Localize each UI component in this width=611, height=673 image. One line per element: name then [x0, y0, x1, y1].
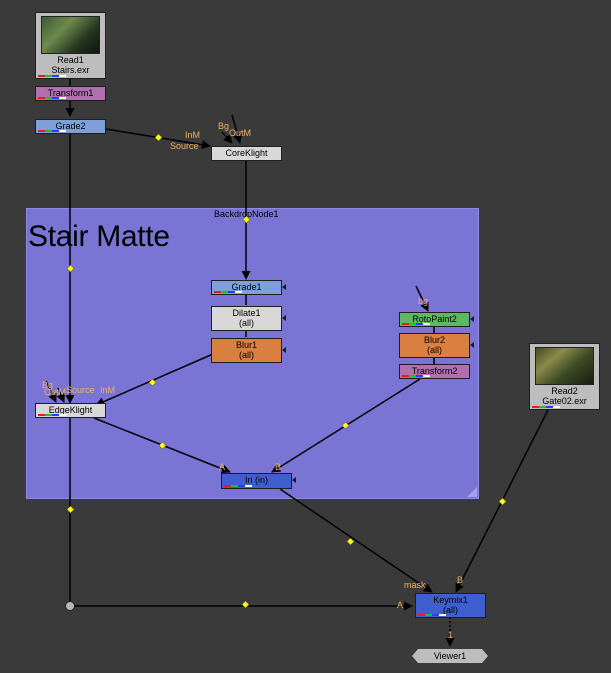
channel-indicator	[38, 130, 66, 132]
keymix1-channels: (all)	[443, 605, 458, 615]
edge-dot[interactable]	[66, 505, 75, 514]
backdrop-resize-handle[interactable]	[467, 487, 477, 497]
blur1-channels: (all)	[239, 350, 254, 360]
read1-thumbnail	[41, 16, 100, 54]
edge-dot[interactable]	[498, 497, 507, 506]
keymix1-name: Keymix1	[433, 595, 468, 605]
grade1-node[interactable]: Grade1	[211, 280, 282, 295]
channel-indicator	[224, 485, 252, 487]
edge-blur1-edgeklight[interactable]	[95, 353, 214, 406]
transform1-name: Transform1	[47, 88, 94, 98]
in-name: In (in)	[244, 475, 268, 485]
edge-dot[interactable]	[158, 441, 167, 450]
dilate1-name: Dilate1	[232, 308, 261, 318]
input-rotopaint-bg[interactable]	[415, 285, 429, 312]
channel-indicator	[402, 375, 430, 377]
pin-viewer-input: 1	[448, 630, 454, 640]
transform1-node[interactable]: Transform1	[35, 86, 106, 101]
read1-file: Stairs.exr	[51, 65, 90, 75]
blur1-node[interactable]: Blur1 (all)	[211, 338, 282, 363]
pin-bg: bg	[418, 296, 429, 306]
read2-name: Read2	[551, 386, 578, 396]
grade2-node[interactable]: Grade2	[35, 119, 106, 134]
input-edgeklight-outm[interactable]	[56, 387, 65, 403]
rotopaint2-name: RotoPaint2	[412, 314, 457, 324]
input-edgeklight-bg[interactable]	[45, 380, 57, 403]
grade2-name: Grade2	[55, 121, 86, 131]
blur2-name: Blur2	[423, 335, 445, 345]
channel-indicator	[38, 97, 66, 99]
read2-node[interactable]: Read2 Gate02.exr	[529, 343, 600, 410]
coreklight-name: CoreKlight	[225, 148, 268, 158]
transform2-node[interactable]: Transform2	[399, 364, 470, 379]
pin-outm: OutM	[229, 128, 252, 138]
dot-node[interactable]	[65, 601, 75, 611]
mask-input-icon[interactable]	[470, 316, 474, 322]
channel-indicator	[402, 323, 430, 325]
read2-thumbnail	[535, 347, 594, 385]
coreklight-node[interactable]: CoreKlight	[211, 146, 282, 161]
pin-mask: mask	[404, 580, 426, 590]
pin-outm: OutM	[44, 387, 67, 397]
mask-input-icon[interactable]	[282, 284, 286, 290]
edge-dot[interactable]	[346, 537, 355, 546]
pin-bg: Bg	[42, 380, 54, 390]
edgeklight-node[interactable]: EdgeKlight	[35, 403, 106, 418]
pin-a: A	[219, 462, 226, 472]
channel-indicator	[418, 614, 446, 616]
channel-indicator	[38, 414, 66, 416]
blur2-channels: (all)	[427, 345, 442, 355]
viewer1-name: Viewer1	[433, 651, 467, 661]
pin-inm: InM	[185, 130, 201, 140]
edge-dot[interactable]	[148, 378, 157, 387]
pin-source: Source	[66, 385, 95, 395]
mask-input-icon[interactable]	[470, 342, 474, 348]
keymix1-node[interactable]: Keymix1 (all)	[415, 593, 486, 618]
read1-name: Read1	[57, 55, 84, 65]
backdrop-title: Stair Matte	[28, 220, 170, 253]
channel-indicator	[214, 291, 242, 293]
pin-source: Source	[170, 141, 199, 151]
edgeklight-name: EdgeKlight	[48, 405, 93, 415]
mask-input-icon[interactable]	[292, 477, 296, 483]
edge-dot[interactable]	[242, 215, 251, 224]
blur2-node[interactable]: Blur2 (all)	[399, 333, 470, 358]
dilate1-node[interactable]: Dilate1 (all)	[211, 306, 282, 331]
transform2-name: Transform2	[411, 366, 458, 376]
grade1-name: Grade1	[231, 282, 262, 292]
edge-dot[interactable]	[66, 264, 75, 273]
in-node[interactable]: In (in)	[221, 473, 292, 489]
pin-b: B	[275, 462, 282, 472]
pin-a: A	[397, 600, 404, 610]
pin-inm: InM	[100, 385, 116, 395]
read2-file: Gate02.exr	[542, 396, 587, 406]
rotopaint2-node[interactable]: RotoPaint2	[399, 312, 470, 327]
dilate1-channels: (all)	[239, 318, 254, 328]
channel-indicator	[532, 406, 560, 408]
pin-bg: Bg	[218, 121, 230, 131]
edge-dot[interactable]	[154, 133, 163, 142]
input-coreklight-bg[interactable]	[231, 114, 243, 144]
blur1-name: Blur1	[235, 340, 257, 350]
viewer1-node[interactable]: Viewer1	[412, 649, 488, 663]
edge-in-keymix-mask[interactable]	[279, 488, 433, 593]
mask-input-icon[interactable]	[282, 315, 286, 321]
input-coreklight-outm[interactable]	[221, 131, 233, 144]
pin-b: B	[457, 575, 464, 585]
read1-node[interactable]: Read1 Stairs.exr	[35, 12, 106, 79]
edge-dot[interactable]	[341, 421, 350, 430]
edge-dot[interactable]	[241, 600, 250, 609]
channel-indicator	[38, 75, 66, 77]
mask-input-icon[interactable]	[282, 347, 286, 353]
